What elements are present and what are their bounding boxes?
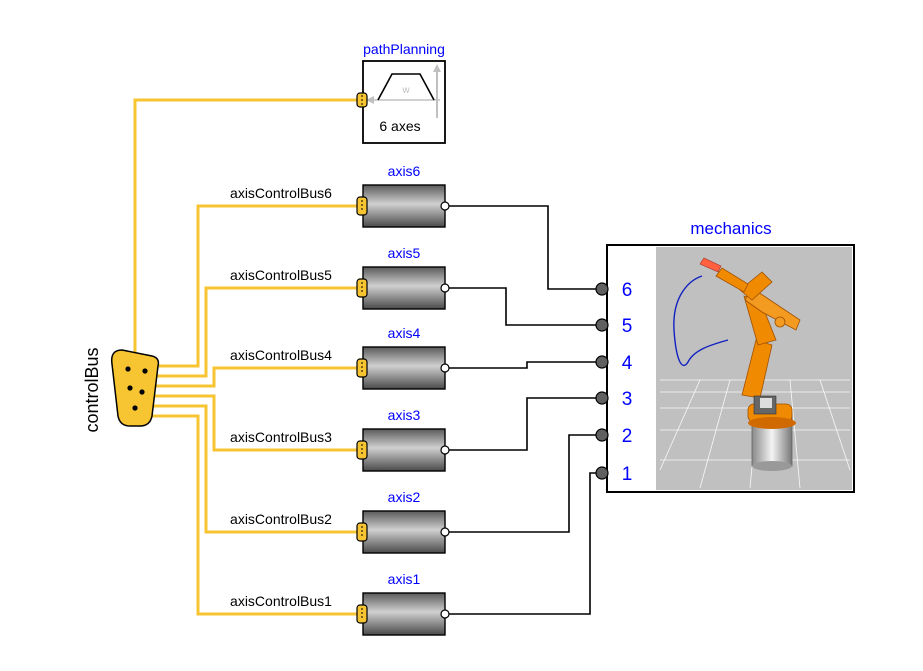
pathplanning-name: pathPlanning bbox=[363, 41, 445, 57]
axis-bus-label: axisControlBus4 bbox=[230, 347, 332, 363]
mechanics-name: mechanics bbox=[690, 219, 771, 238]
mechanics-port-6[interactable]: 6 bbox=[595, 280, 633, 301]
axis-block-axis4[interactable]: axis4 axisControlBus4 bbox=[230, 325, 450, 390]
axis-flange-port[interactable] bbox=[440, 201, 450, 211]
axis-name: axis3 bbox=[388, 407, 421, 423]
axis-name: axis1 bbox=[388, 571, 421, 587]
bus-wire-pathplanning[interactable] bbox=[133, 98, 360, 352]
axis-flange-port[interactable] bbox=[440, 363, 450, 373]
bus-wires bbox=[133, 98, 360, 616]
bus-pin bbox=[139, 389, 145, 395]
bus-pin bbox=[132, 405, 138, 411]
controlbus-connector[interactable]: controlBus bbox=[82, 347, 160, 433]
mechanics-port-4[interactable]: 4 bbox=[595, 353, 633, 374]
mechanics-port-label: 5 bbox=[622, 316, 633, 337]
pathplanning-text: 6 axes bbox=[379, 118, 420, 134]
mechanics-port-1[interactable]: 1 bbox=[595, 464, 633, 485]
axes-group: axis6 axisControlBus6 axis5 axisControlBus5… bbox=[230, 163, 450, 636]
bus-connector-icon[interactable] bbox=[110, 349, 160, 427]
axis-block-axis2[interactable]: axis2 axisControlBus2 bbox=[230, 489, 450, 554]
axis-name: axis4 bbox=[388, 325, 421, 341]
axis-bus-label: axisControlBus5 bbox=[230, 267, 332, 283]
axis-body bbox=[362, 266, 446, 310]
axis-name: axis5 bbox=[388, 245, 421, 261]
mechanics-port-label: 3 bbox=[622, 389, 633, 410]
axis-body bbox=[362, 510, 446, 554]
robot-arm-icon bbox=[699, 257, 801, 471]
axis-bus-label: axisControlBus1 bbox=[230, 593, 332, 609]
flange-port-icon[interactable] bbox=[595, 355, 609, 369]
profile-w-label: w bbox=[401, 85, 410, 96]
bus-wire-axis1[interactable] bbox=[150, 414, 360, 616]
mechanics-port-label: 2 bbox=[622, 426, 633, 447]
flange-port-icon[interactable] bbox=[595, 282, 609, 296]
wire-axis3-port3[interactable] bbox=[445, 397, 602, 451]
axis-block-axis6[interactable]: axis6 axisControlBus6 bbox=[230, 163, 450, 228]
flange-port-icon[interactable] bbox=[595, 466, 609, 480]
mechanics-port-label: 1 bbox=[622, 464, 633, 485]
axis-body bbox=[362, 428, 446, 472]
bus-wire-axis2[interactable] bbox=[150, 404, 360, 534]
mechanics-port-5[interactable]: 5 bbox=[595, 316, 633, 337]
axis-body bbox=[362, 592, 446, 636]
controlbus-label: controlBus bbox=[82, 347, 102, 432]
bus-pin bbox=[127, 385, 133, 391]
wire-axis6-port6[interactable] bbox=[445, 205, 602, 290]
bus-wire-axis5[interactable] bbox=[150, 286, 360, 378]
axis-block-axis5[interactable]: axis5 axisControlBus5 bbox=[230, 245, 450, 310]
bus-wire-axis3[interactable] bbox=[150, 394, 360, 452]
pathplanning-block[interactable]: pathPlanning w 6 axes bbox=[356, 41, 446, 144]
flange-port-icon[interactable] bbox=[595, 428, 609, 442]
wire-axis4-port4[interactable] bbox=[445, 361, 602, 369]
wire-axis1-port1[interactable] bbox=[445, 472, 602, 615]
axis-flange-port[interactable] bbox=[440, 283, 450, 293]
axis-block-axis1[interactable]: axis1 axisControlBus1 bbox=[230, 571, 450, 636]
wire-axis2-port2[interactable] bbox=[445, 434, 602, 533]
mechanics-block[interactable]: mechanics bbox=[595, 219, 855, 493]
trajectory-path bbox=[673, 275, 729, 367]
mechanics-ports: 6 5 4 3 2 1 bbox=[595, 280, 633, 485]
axis-body bbox=[362, 184, 446, 228]
wire-axis5-port5[interactable] bbox=[445, 287, 602, 326]
mechanics-port-label: 6 bbox=[622, 280, 633, 301]
mechanics-port-2[interactable]: 2 bbox=[595, 426, 633, 447]
bus-wire-axis6[interactable] bbox=[150, 204, 360, 368]
axis-body bbox=[362, 346, 446, 390]
flange-port-icon[interactable] bbox=[595, 318, 609, 332]
axis-flange-port[interactable] bbox=[440, 527, 450, 537]
flange-port-icon[interactable] bbox=[595, 391, 609, 405]
axis-flange-port[interactable] bbox=[440, 609, 450, 619]
trapezoid-profile-icon: w bbox=[366, 64, 441, 118]
axis-bus-label: axisControlBus6 bbox=[230, 185, 332, 201]
axis-block-axis3[interactable]: axis3 axisControlBus3 bbox=[230, 407, 450, 472]
axis-name: axis6 bbox=[388, 163, 421, 179]
bus-wire-axis4[interactable] bbox=[150, 366, 360, 388]
bus-pin bbox=[125, 366, 131, 372]
axis-name: axis2 bbox=[388, 489, 421, 505]
axis-flange-port[interactable] bbox=[440, 445, 450, 455]
axis-bus-label: axisControlBus2 bbox=[230, 511, 332, 527]
flange-wires bbox=[445, 205, 602, 615]
mechanics-port-label: 4 bbox=[622, 353, 633, 374]
mechanics-port-3[interactable]: 3 bbox=[595, 389, 633, 410]
axis-bus-label: axisControlBus3 bbox=[230, 429, 332, 445]
bus-pin bbox=[142, 368, 148, 374]
